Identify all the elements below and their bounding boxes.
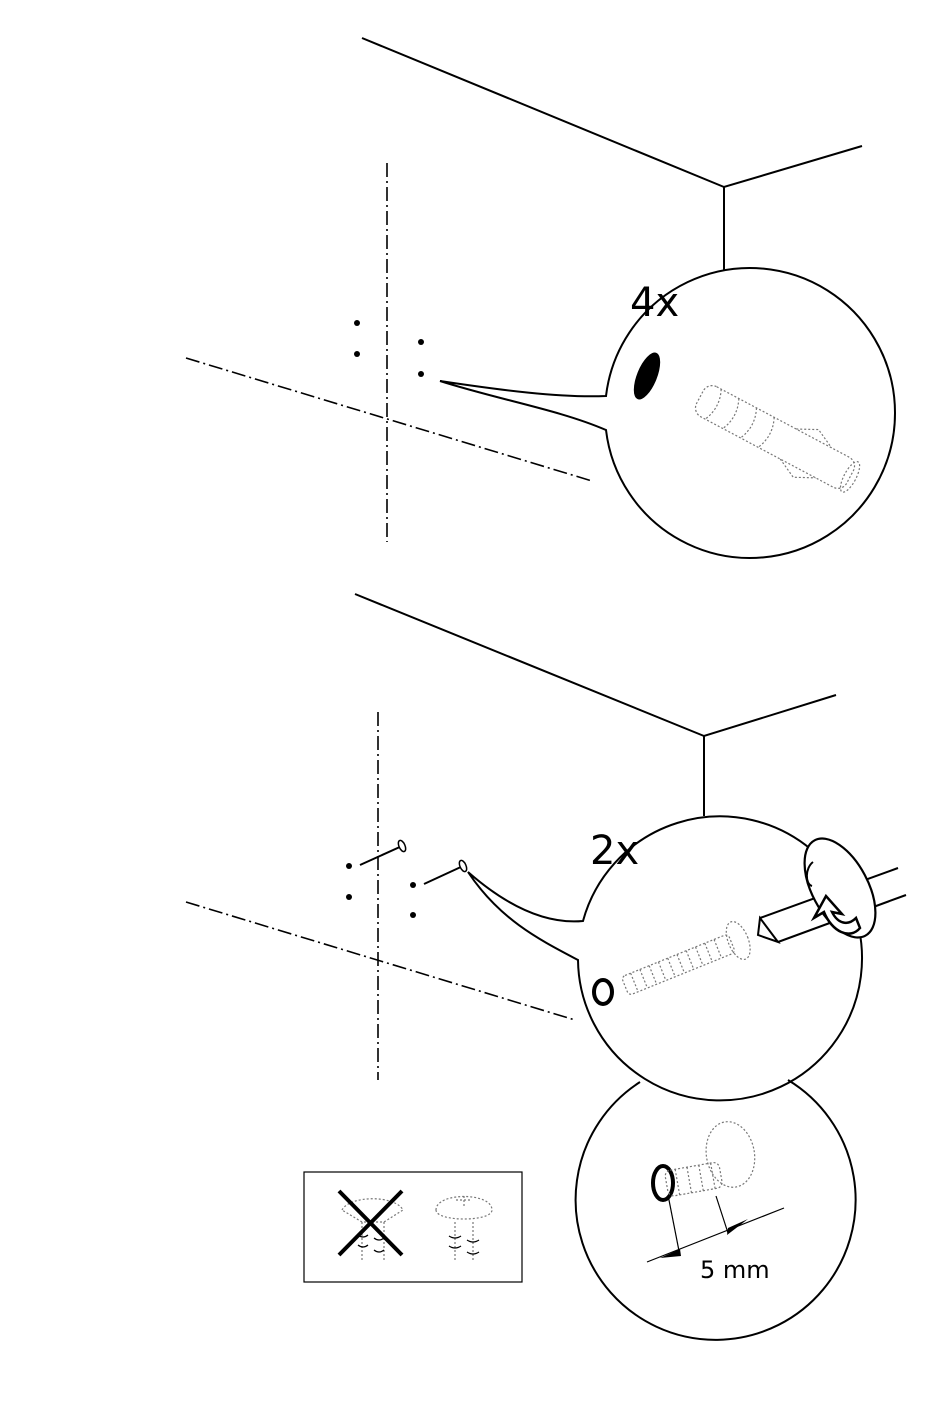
wall-corner-lines-bottom <box>355 594 836 816</box>
quantity-label-2x: 2x <box>590 828 639 874</box>
screw-head-legend-box <box>304 1172 522 1282</box>
gap-detail-bubble <box>576 1080 856 1340</box>
detail-callout-bubble-bottom <box>468 816 862 1100</box>
guide-lines-bottom <box>186 712 575 1080</box>
drill-hole-marks-bottom <box>346 863 416 918</box>
gap-measure-label: 5 mm <box>700 1256 770 1284</box>
wall-gap-screw-icon <box>653 1118 760 1200</box>
step-1-wall-plugs: 4x <box>186 38 895 558</box>
screw-icon <box>618 918 755 1005</box>
screw-icon-small-left <box>360 839 407 865</box>
wall-corner-lines-top <box>362 38 862 270</box>
wall-plug-icon <box>687 373 868 503</box>
gap-dimension-line <box>647 1195 784 1262</box>
step-2-screws: 2x <box>186 594 906 1340</box>
guide-lines-top <box>186 163 592 542</box>
screw-icon-small-right <box>424 859 468 884</box>
quantity-label-4x: 4x <box>630 280 679 326</box>
drill-hole-marks-top <box>354 320 424 377</box>
drilled-hole-icon <box>628 349 665 403</box>
screw-hole-icon <box>594 980 612 1004</box>
